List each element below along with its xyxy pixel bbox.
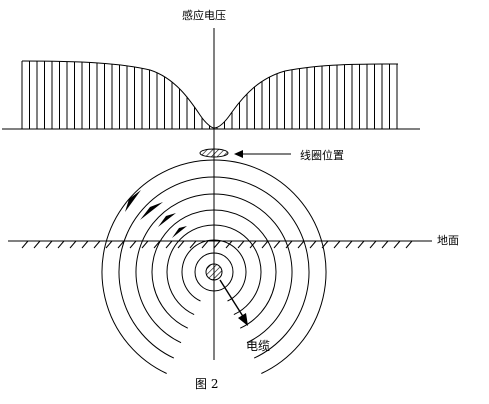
field-arc bbox=[151, 209, 277, 329]
ground-hatch-mark bbox=[285, 240, 293, 249]
ground-hatch-mark bbox=[369, 240, 377, 249]
ground-hatch-mark bbox=[225, 240, 233, 249]
ground-hatch-mark bbox=[297, 240, 305, 249]
ground-hatch-mark bbox=[69, 240, 77, 249]
ground-hatch-mark bbox=[405, 240, 413, 249]
ground-hatch-mark bbox=[105, 240, 113, 249]
ground-hatch-mark bbox=[81, 240, 89, 249]
cable-arrowhead bbox=[238, 313, 248, 326]
field-arrow-2 bbox=[140, 202, 163, 220]
ground-hatch-mark bbox=[261, 240, 269, 249]
field-arrow-1 bbox=[125, 190, 141, 212]
ground-hatch-mark bbox=[129, 240, 137, 249]
cable-arrow-line bbox=[219, 279, 245, 319]
coil-ellipse bbox=[199, 148, 229, 158]
cable-cross-section bbox=[205, 263, 223, 281]
ground-hatch-mark bbox=[165, 240, 173, 249]
ground-hatch-mark bbox=[333, 240, 341, 249]
ground-hatch-mark bbox=[33, 240, 41, 249]
ground-hatch-mark bbox=[249, 240, 257, 249]
ground-hatch-mark bbox=[57, 240, 65, 249]
ground-hatch bbox=[21, 240, 413, 249]
coil-arrowhead bbox=[234, 150, 243, 158]
ground-hatch-mark bbox=[237, 240, 245, 249]
ground-hatch-mark bbox=[117, 240, 125, 249]
field-arc bbox=[135, 193, 293, 344]
ground-hatch-mark bbox=[177, 240, 185, 249]
ground-hatch-mark bbox=[21, 240, 29, 249]
field-arc bbox=[181, 239, 247, 302]
cable-label: 电缆 bbox=[246, 339, 271, 353]
ground-hatch-mark bbox=[309, 240, 317, 249]
field-arrow-3 bbox=[158, 213, 176, 227]
ground-hatch-mark bbox=[213, 240, 221, 249]
ground-hatch-mark bbox=[381, 240, 389, 249]
induced-voltage-label: 感应电压 bbox=[182, 9, 226, 22]
field-arrow-4 bbox=[172, 226, 187, 238]
field-arc bbox=[166, 224, 262, 316]
voltage-hatch-lines bbox=[21, 61, 398, 129]
coil-position-label: 线圈位置 bbox=[300, 149, 344, 162]
ground-hatch-mark bbox=[153, 240, 161, 249]
ground-hatch-mark bbox=[393, 240, 401, 249]
ground-hatch-mark bbox=[93, 240, 101, 249]
ground-hatch-mark bbox=[189, 240, 197, 249]
magnetic-field-arcs bbox=[101, 159, 327, 374]
ground-hatch-mark bbox=[45, 240, 53, 249]
ground-hatch-mark bbox=[357, 240, 365, 249]
ground-label: 地面 bbox=[437, 234, 459, 247]
figure-caption: 图 2 bbox=[195, 377, 219, 391]
ground-hatch-mark bbox=[201, 240, 209, 249]
field-arc bbox=[118, 176, 310, 359]
ground-hatch-mark bbox=[345, 240, 353, 249]
voltage-curve bbox=[21, 60, 399, 129]
ground-hatch-mark bbox=[141, 240, 149, 249]
field-arc bbox=[101, 159, 327, 374]
field-ring bbox=[194, 252, 234, 292]
ground-hatch-mark bbox=[273, 240, 281, 249]
